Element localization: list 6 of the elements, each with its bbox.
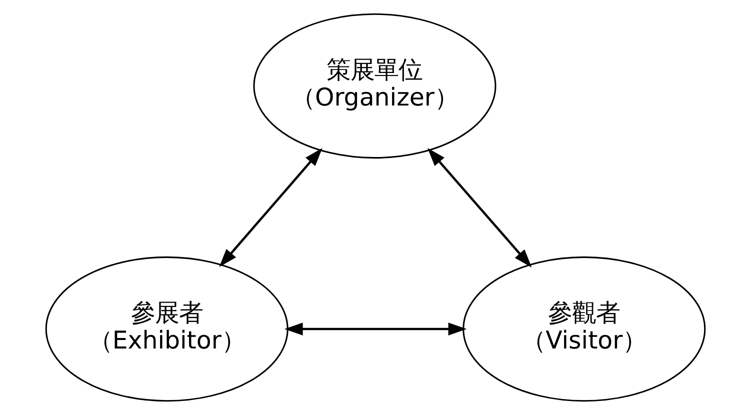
node-ellipse: 參觀者 （Visitor） [462,256,706,402]
node-ellipse: 參展者 （Exhibitor） [44,256,288,402]
arrow [426,148,532,268]
node-ellipse: 策展單位 （Organizer） [252,13,496,159]
arrow [218,148,322,268]
arrow [284,322,466,336]
